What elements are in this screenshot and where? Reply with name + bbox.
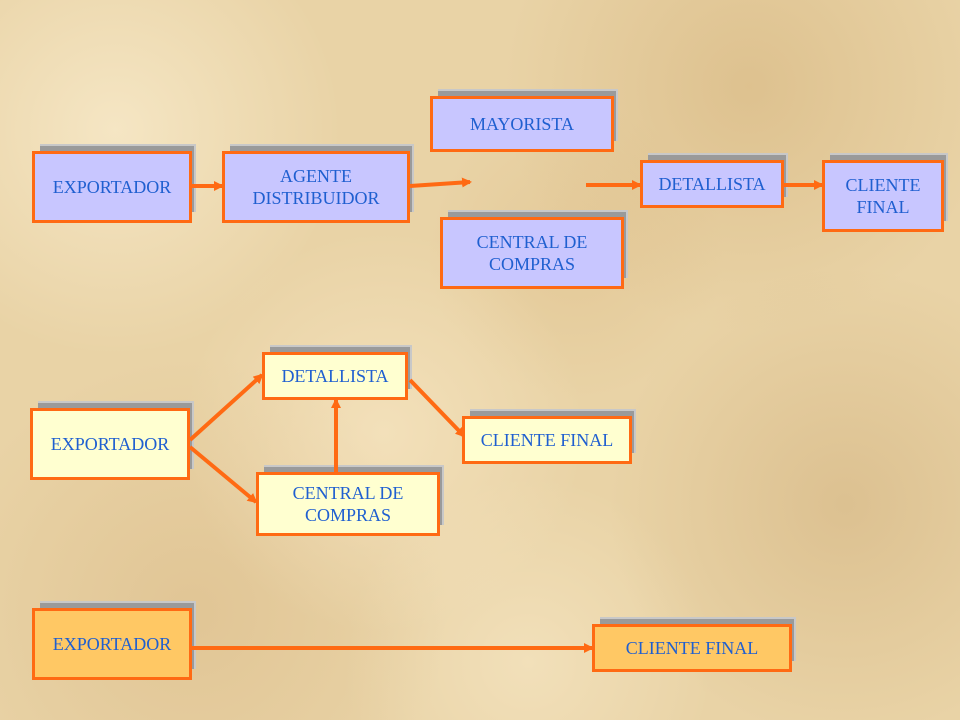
flow2-exportador-label: EXPORTADOR	[50, 434, 170, 454]
flow2-central-box: CENTRAL DE COMPRAS	[256, 465, 444, 536]
flow2-detallista-label: DETALLISTA	[281, 366, 389, 386]
flow1-agente-label: AGENTE DISTRIBUIDOR	[252, 166, 380, 208]
flow1-cliente-label: CLIENTE FINAL	[845, 175, 921, 217]
flow1-exportador-label: EXPORTADOR	[52, 177, 172, 197]
flow1-cliente-box: CLIENTE FINAL	[822, 153, 948, 232]
flow1-detallista-box: DETALLISTA	[640, 153, 788, 208]
flow3-cliente-label: CLIENTE FINAL	[625, 638, 759, 658]
flow1-central-label: CENTRAL DE COMPRAS	[476, 232, 588, 274]
flow1-detallista-label: DETALLISTA	[658, 174, 766, 194]
flow2-exportador-box: EXPORTADOR	[30, 401, 194, 480]
flow3-exportador-box: EXPORTADOR	[32, 601, 196, 680]
flow2-central-label: CENTRAL DE COMPRAS	[292, 483, 404, 525]
flow1-mayorista-label: MAYORISTA	[470, 114, 574, 134]
flow1-exportador-box: EXPORTADOR	[32, 144, 196, 223]
arrow-detallista-cliente-2	[408, 378, 466, 438]
arrow-exportador-detallista	[188, 373, 264, 442]
flow2-cliente-box: CLIENTE FINAL	[462, 409, 636, 464]
arrow-agente-intermediarios	[409, 177, 472, 188]
flow3-cliente-box: CLIENTE FINAL	[592, 617, 796, 672]
flow1-central-box: CENTRAL DE COMPRAS	[440, 210, 628, 289]
flow3-exportador-label: EXPORTADOR	[52, 634, 172, 654]
arrow-exportador-central	[188, 445, 258, 504]
flow2-cliente-label: CLIENTE FINAL	[480, 430, 614, 450]
flow1-mayorista-box: MAYORISTA	[430, 89, 618, 152]
flow2-detallista-box: DETALLISTA	[262, 345, 412, 400]
flow1-agente-box: AGENTE DISTRIBUIDOR	[222, 144, 414, 223]
